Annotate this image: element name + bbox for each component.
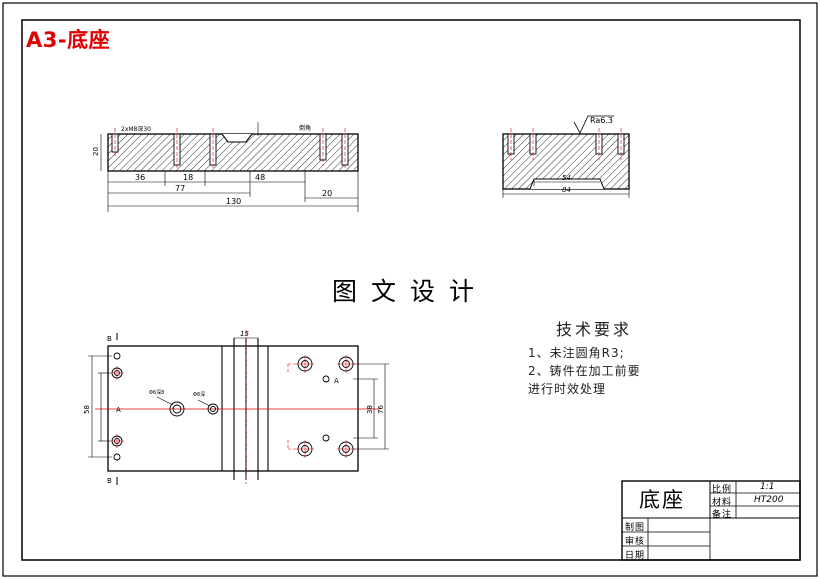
tech-requirement-line: 2、铸件在加工前要	[528, 364, 641, 378]
side-section-view	[502, 115, 630, 198]
roughness-label: Ra6.3	[590, 116, 613, 125]
section-mark-a-left: A	[116, 406, 121, 414]
dim-top-76: 76	[377, 405, 385, 414]
dim-front-48: 48	[255, 173, 265, 182]
dim-front-77: 77	[175, 184, 185, 193]
scale-label: 比例	[712, 485, 733, 495]
title-block	[621, 480, 801, 561]
tech-requirement-line: 1、未注圆角R3;	[528, 346, 625, 360]
hole-callout-b: Φ8深	[193, 391, 205, 398]
section-mark-b-top: B	[107, 335, 112, 343]
note-label: 备注	[712, 510, 733, 520]
date-label: 日期	[625, 551, 646, 561]
dim-front-20v: 20	[92, 147, 100, 156]
tech-requirements-heading: 技术要求	[556, 320, 633, 339]
section-mark-b-bottom: B	[107, 477, 112, 485]
chamfer-note: 倒角	[299, 124, 311, 132]
drawn-by-label: 制图	[625, 523, 646, 533]
dim-side-84: 84	[562, 186, 571, 194]
checked-by-label: 审核	[625, 537, 646, 547]
dim-side-54: 54	[562, 174, 571, 182]
part-name: 底座	[639, 488, 685, 512]
dim-front-18: 18	[183, 173, 193, 182]
scale-value: 1:1	[760, 482, 775, 492]
center-caption: 图文设计	[331, 277, 488, 306]
dim-top-58: 58	[83, 405, 91, 414]
inner-frame	[21, 19, 801, 561]
dim-top-15: 15	[240, 330, 249, 338]
dim-front-36: 36	[135, 173, 145, 182]
hole-callout-a: Φ6深8	[149, 389, 164, 396]
section-mark-a-right: A	[334, 377, 339, 385]
dim-front-20: 20	[322, 189, 332, 198]
front-section-view	[100, 122, 359, 212]
top-view	[88, 330, 389, 486]
technical-requirements: 技术要求 1、未注圆角R3; 2、铸件在加工前要 进行时效处理	[528, 316, 641, 398]
sheet-title: A3-底座	[26, 28, 111, 52]
dim-front-130: 130	[226, 197, 241, 206]
material-label: 材料	[712, 498, 733, 508]
material-value: HT200	[754, 495, 784, 505]
hole-note: 2xM8深30	[121, 125, 151, 133]
tech-requirement-line: 进行时效处理	[528, 382, 607, 396]
dim-top-38: 38	[366, 405, 374, 414]
